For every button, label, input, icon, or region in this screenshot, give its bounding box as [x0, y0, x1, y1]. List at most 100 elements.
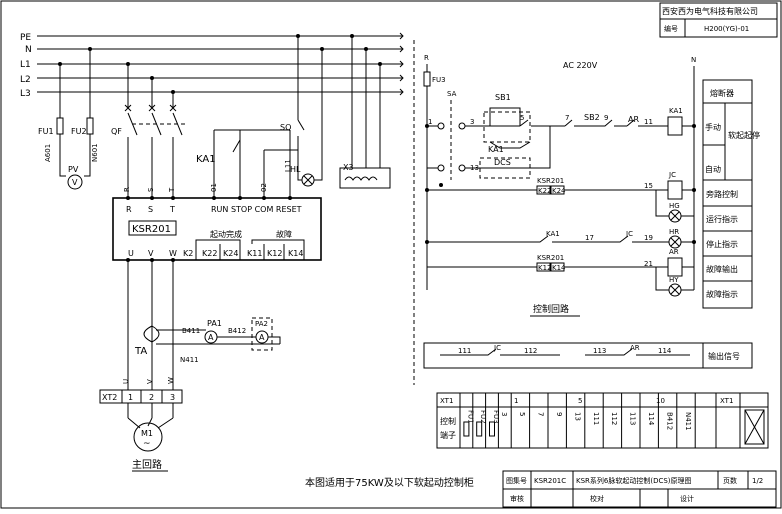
ksr201-unit: R S T RUN STOP COM RESET KSR201 U V W K2…: [112, 196, 322, 262]
sq-label: SQ: [280, 123, 291, 132]
ksr-k11: K11: [247, 249, 262, 258]
ksr-k22: K22: [202, 249, 217, 258]
wire-t: T: [168, 187, 176, 193]
xt2-terminal: XT2 1 2 3 M1 ~ 主回路: [99, 389, 183, 472]
n-label: N: [691, 56, 696, 64]
ksr-w: W: [169, 249, 177, 258]
ft-stop: 停止指示: [706, 239, 738, 249]
fu3-label: FU3: [432, 76, 446, 84]
main-circuit-caption: 主回路: [132, 458, 162, 471]
node-3: 3: [470, 118, 474, 126]
svg-text:V: V: [72, 178, 78, 187]
bus-l3: L3: [20, 89, 31, 99]
wire-r: R: [123, 187, 131, 192]
ta-label: TA: [134, 346, 147, 357]
usage-note: 本图适用于75KW及以下软起动控制柜: [305, 476, 474, 489]
ft-auto: 自动: [705, 164, 721, 174]
ft-bypass: 旁路控制: [706, 189, 738, 199]
hr-label: HR: [669, 228, 679, 236]
xt1-wire-label: 113: [629, 412, 637, 425]
sa-label: SA: [447, 90, 457, 98]
ka1-ctrl-label: KA1: [488, 145, 504, 154]
xt1-wire-label: 13: [573, 412, 581, 421]
xt1-wire-label: 111: [592, 412, 600, 425]
xt1-fuse-label: FU2: [479, 410, 487, 424]
ksr-ctrl-label-1: KSR201: [537, 177, 564, 185]
k22-label: K22: [538, 187, 552, 195]
ft-run: 运行指示: [706, 214, 738, 224]
ft-soft: 软起起停: [728, 130, 760, 140]
qf-label: QF: [111, 127, 122, 136]
motor-symbol: ~: [143, 439, 151, 449]
voltmeter-icon: [67, 174, 83, 190]
control-circuit: AC 220V R N FU3 SA 1 3 13 SB1 5 KA1 SB2 …: [423, 54, 696, 317]
ksr-s: S: [148, 205, 153, 214]
wire-19: 19: [644, 234, 653, 242]
k24-label: K24: [552, 187, 566, 195]
wire-9: 9: [604, 114, 608, 122]
source-label: AC 220V: [563, 61, 598, 70]
bus-lines: PE N L1 L2 L3: [20, 32, 404, 99]
xt2-label: XT2: [102, 393, 117, 402]
ksr-k2: K2: [183, 249, 193, 258]
code-label: 编号: [664, 24, 678, 33]
svg-text:A: A: [259, 333, 265, 342]
xt1-fuse-icon: [489, 421, 495, 437]
ksr-ctrl-labels: RUN STOP COM RESET: [211, 205, 302, 214]
wire-b411: B411: [182, 327, 200, 335]
wire-5: 5: [520, 114, 524, 122]
voltmeter-branch: FU1 FU2 A601 N601 V PV: [38, 47, 99, 190]
review-label: 审核: [510, 494, 524, 503]
xt1-wire-label: 3: [500, 412, 508, 416]
title-block-top: 西安西为电气科技有限公司 编号 H200(YG)-01: [659, 2, 778, 38]
pa2-label: PA2: [255, 320, 268, 328]
ksr-v: V: [148, 249, 154, 258]
output-label: 输出信号: [708, 351, 740, 361]
company-name: 西安西为电气科技有限公司: [662, 6, 758, 16]
motor-label: M1: [141, 429, 153, 438]
node-1: 1: [428, 118, 432, 126]
r-label: R: [424, 54, 429, 62]
motor-feed: TA A PA1 B411 B412 A PA2 N411 U V W: [122, 260, 281, 390]
sb2-label: SB2: [584, 113, 600, 122]
drawing-no-label: 图集号: [506, 476, 527, 485]
motor-wire-u: U: [122, 379, 130, 384]
sb1-label: SB1: [495, 93, 511, 102]
bus-n: N: [25, 45, 32, 55]
drawing-title: KSR系列6脉软起动控制(DCS)原理图: [576, 476, 692, 485]
xt2-1: 1: [128, 393, 133, 402]
jc-coil: [667, 180, 683, 200]
wire-17: 17: [585, 234, 594, 242]
dcs-label: DCS: [494, 158, 511, 167]
pa1-label: PA1: [207, 319, 222, 328]
wire-01: 01: [210, 183, 218, 192]
xt1-fuse-icon: [476, 421, 483, 437]
sq-hl-branch: SQ L11 HL: [280, 34, 324, 187]
ksr-model: KSR201: [132, 224, 171, 235]
x3-label: X3: [343, 163, 354, 172]
motor-wire-w: W: [167, 377, 175, 384]
ksr-u: U: [128, 249, 134, 258]
k12-label: K12: [538, 264, 552, 272]
group-fault: 故障: [276, 229, 292, 239]
breaker-qf: QF R S T: [111, 62, 186, 198]
control-caption: 控制回路: [533, 303, 569, 315]
xt1-head-5: 5: [578, 397, 582, 405]
hl-label: HL: [290, 165, 301, 174]
hy-label: HY: [669, 276, 679, 284]
k14-label: K14: [552, 264, 566, 272]
wire-15: 15: [644, 182, 653, 190]
motor-wire-v: V: [146, 379, 154, 384]
xt1-wire-label: 112: [610, 412, 618, 425]
ksr-r: R: [126, 205, 132, 214]
xt1-fuse-label: FU1: [466, 410, 474, 424]
jc-row-label: JC: [625, 230, 633, 238]
xt1-term: 端子: [440, 430, 456, 440]
wire-s: S: [147, 187, 155, 192]
wire-l11: L11: [284, 159, 292, 172]
ka1-row-label: KA1: [546, 230, 560, 238]
design-label: 设计: [680, 494, 694, 503]
wire-21: 21: [644, 260, 653, 268]
